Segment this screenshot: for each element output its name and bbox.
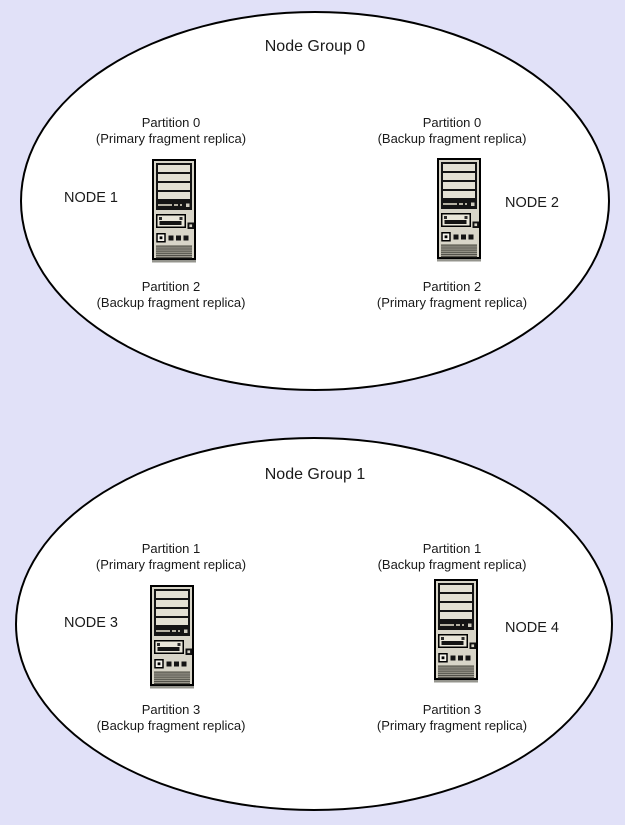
node4-label: NODE 4 — [505, 620, 559, 636]
partition-role: (Backup fragment replica) — [96, 718, 246, 733]
node2-bottom-partition-label: Partition 2 (Primary fragment replica) — [337, 279, 567, 311]
node2-label: NODE 2 — [505, 195, 559, 211]
node2-server-tower-icon — [437, 158, 481, 262]
node4-server-tower-icon — [434, 579, 478, 683]
partition-role: (Primary fragment replica) — [376, 295, 528, 310]
partition-title: Partition 2 — [141, 279, 201, 294]
node2-top-partition-label: Partition 0 (Backup fragment replica) — [337, 115, 567, 147]
partition-role: (Primary fragment replica) — [95, 131, 247, 146]
node3-label: NODE 3 — [64, 615, 118, 631]
node1-bottom-partition-label: Partition 2 (Backup fragment replica) — [56, 279, 286, 311]
partition-title: Partition 1 — [141, 541, 201, 556]
node-group-1-title: Node Group 1 — [264, 466, 366, 483]
partition-title: Partition 3 — [422, 702, 482, 717]
partition-role: (Backup fragment replica) — [96, 295, 246, 310]
node-group-0-boundary — [20, 11, 610, 391]
partition-title: Partition 1 — [422, 541, 482, 556]
node-group-0-title: Node Group 0 — [264, 38, 366, 55]
partition-title: Partition 2 — [422, 279, 482, 294]
partition-role: (Primary fragment replica) — [95, 557, 247, 572]
node-group-1-boundary — [15, 437, 613, 811]
node1-top-partition-label: Partition 0 (Primary fragment replica) — [56, 115, 286, 147]
partition-title: Partition 3 — [141, 702, 201, 717]
partition-role: (Backup fragment replica) — [377, 131, 527, 146]
node1-server-tower-icon — [152, 159, 196, 263]
partition-role: (Primary fragment replica) — [376, 718, 528, 733]
node3-server-tower-icon — [150, 585, 194, 689]
node3-bottom-partition-label: Partition 3 (Backup fragment replica) — [56, 702, 286, 734]
node1-label: NODE 1 — [64, 190, 118, 206]
node3-top-partition-label: Partition 1 (Primary fragment replica) — [56, 541, 286, 573]
partition-title: Partition 0 — [141, 115, 201, 130]
node4-bottom-partition-label: Partition 3 (Primary fragment replica) — [337, 702, 567, 734]
partition-role: (Backup fragment replica) — [377, 557, 527, 572]
partition-title: Partition 0 — [422, 115, 482, 130]
node4-top-partition-label: Partition 1 (Backup fragment replica) — [337, 541, 567, 573]
